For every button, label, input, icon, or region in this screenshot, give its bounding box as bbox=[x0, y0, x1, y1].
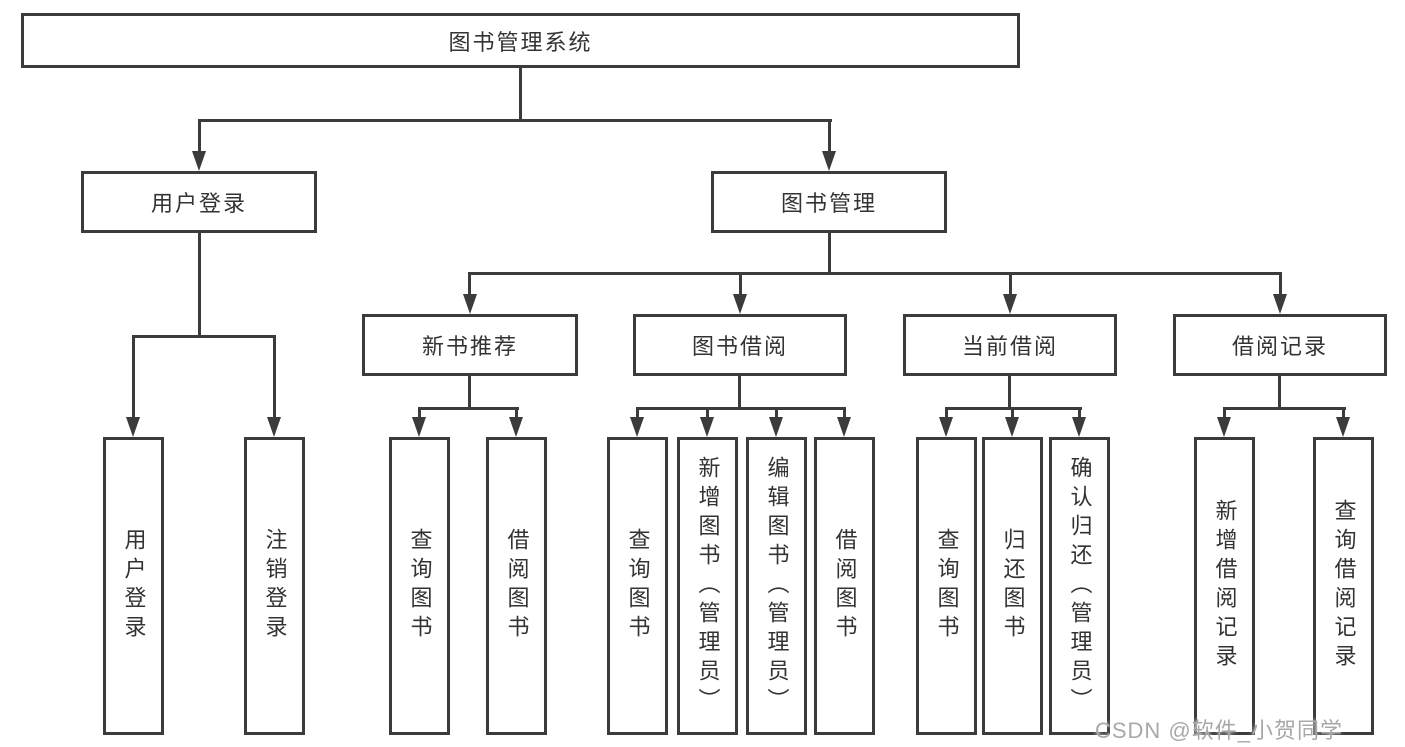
arrowhead bbox=[822, 151, 836, 171]
connector-line bbox=[775, 407, 778, 419]
connector-line bbox=[843, 407, 846, 419]
arrowhead bbox=[1003, 294, 1017, 314]
leaf-edit-books-admin: 编辑图书（管理员） bbox=[746, 437, 807, 735]
arrowhead bbox=[192, 151, 206, 171]
node-root-system: 图书管理系统 bbox=[21, 13, 1020, 68]
arrowhead bbox=[1273, 294, 1287, 314]
connector-line bbox=[739, 272, 742, 296]
node-user-login: 用户登录 bbox=[81, 171, 317, 233]
leaf-add-books-admin-label: 新增图书（管理员） bbox=[695, 455, 721, 717]
connector-line bbox=[468, 272, 1282, 275]
connector-line bbox=[738, 376, 741, 410]
connector-line bbox=[1008, 376, 1011, 410]
leaf-borrow-books-2-label: 借阅图书 bbox=[832, 528, 858, 644]
connector-line bbox=[1223, 407, 1346, 410]
node-book-borrow: 图书借阅 bbox=[633, 314, 847, 376]
leaf-query-borrow-record-label: 查询借阅记录 bbox=[1331, 499, 1357, 673]
arrowhead bbox=[769, 417, 783, 437]
connector-line bbox=[636, 407, 639, 419]
connector-line bbox=[1009, 272, 1012, 296]
leaf-query-books-3: 查询图书 bbox=[916, 437, 977, 735]
connector-line bbox=[418, 407, 519, 410]
node-user-login-label: 用户登录 bbox=[150, 191, 247, 216]
leaf-return-books-label: 归还图书 bbox=[1000, 528, 1026, 644]
leaf-add-borrow-record: 新增借阅记录 bbox=[1194, 437, 1255, 735]
connector-line bbox=[1278, 376, 1281, 410]
node-current-borrow: 当前借阅 bbox=[903, 314, 1117, 376]
leaf-query-borrow-record: 查询借阅记录 bbox=[1313, 437, 1374, 735]
arrowhead bbox=[267, 417, 281, 437]
connector-line bbox=[132, 335, 135, 419]
node-root-label: 图书管理系统 bbox=[448, 29, 593, 55]
connector-line bbox=[418, 407, 421, 419]
arrowhead bbox=[939, 417, 953, 437]
leaf-borrow-books-2: 借阅图书 bbox=[814, 437, 875, 735]
connector-line bbox=[1223, 407, 1226, 419]
leaf-user-login: 用户登录 bbox=[103, 437, 164, 735]
node-new-book-recommend-label: 新书推荐 bbox=[421, 334, 518, 359]
arrowhead bbox=[412, 417, 426, 437]
leaf-add-books-admin: 新增图书（管理员） bbox=[677, 437, 738, 735]
arrowhead bbox=[1336, 417, 1350, 437]
connector-line bbox=[1011, 407, 1014, 419]
arrowhead bbox=[126, 417, 140, 437]
csdn-watermark: CSDN @软件_小贺同学 bbox=[1094, 718, 1343, 743]
connector-line bbox=[945, 407, 948, 419]
connector-line bbox=[515, 407, 518, 419]
leaf-query-books-2: 查询图书 bbox=[607, 437, 668, 735]
connector-line bbox=[519, 68, 522, 121]
arrowhead bbox=[837, 417, 851, 437]
connector-line bbox=[468, 376, 471, 410]
node-book-management-label: 图书管理 bbox=[780, 191, 877, 216]
connector-line bbox=[636, 407, 846, 410]
leaf-borrow-books-1-label: 借阅图书 bbox=[504, 528, 530, 644]
connector-line bbox=[706, 407, 709, 419]
node-current-borrow-label: 当前借阅 bbox=[961, 334, 1058, 359]
arrowhead bbox=[1005, 417, 1019, 437]
connector-line bbox=[468, 272, 471, 296]
leaf-edit-books-admin-label: 编辑图书（管理员） bbox=[764, 455, 790, 717]
connector-line bbox=[273, 335, 276, 419]
node-book-management: 图书管理 bbox=[711, 171, 947, 233]
arrowhead bbox=[509, 417, 523, 437]
leaf-query-books-3-label: 查询图书 bbox=[934, 528, 960, 644]
leaf-query-books-2-label: 查询图书 bbox=[625, 528, 651, 644]
connector-line bbox=[198, 233, 201, 338]
leaf-add-borrow-record-label: 新增借阅记录 bbox=[1212, 499, 1238, 673]
leaf-borrow-books-1: 借阅图书 bbox=[486, 437, 547, 735]
leaf-confirm-return-admin: 确认归还（管理员） bbox=[1049, 437, 1110, 735]
node-borrow-record-label: 借阅记录 bbox=[1231, 334, 1328, 359]
node-new-book-recommend: 新书推荐 bbox=[362, 314, 578, 376]
connector-line bbox=[828, 233, 831, 275]
connector-line bbox=[828, 119, 831, 153]
leaf-confirm-return-admin-label: 确认归还（管理员） bbox=[1067, 455, 1093, 717]
connector-line bbox=[132, 335, 276, 338]
leaf-logout: 注销登录 bbox=[244, 437, 305, 735]
arrowhead bbox=[1072, 417, 1086, 437]
leaf-return-books: 归还图书 bbox=[982, 437, 1043, 735]
arrowhead bbox=[463, 294, 477, 314]
connector-line bbox=[1078, 407, 1081, 419]
connector-line bbox=[198, 119, 201, 153]
arrowhead bbox=[733, 294, 747, 314]
leaf-logout-label: 注销登录 bbox=[262, 528, 288, 644]
leaf-user-login-label: 用户登录 bbox=[121, 528, 147, 644]
node-borrow-record: 借阅记录 bbox=[1173, 314, 1387, 376]
leaf-query-books-1: 查询图书 bbox=[389, 437, 450, 735]
leaf-query-books-1-label: 查询图书 bbox=[407, 528, 433, 644]
connector-line bbox=[1279, 272, 1282, 296]
arrowhead bbox=[1217, 417, 1231, 437]
connector-line bbox=[198, 119, 832, 122]
node-book-borrow-label: 图书借阅 bbox=[691, 334, 788, 359]
connector-line bbox=[1342, 407, 1345, 419]
arrowhead bbox=[630, 417, 644, 437]
arrowhead bbox=[700, 417, 714, 437]
